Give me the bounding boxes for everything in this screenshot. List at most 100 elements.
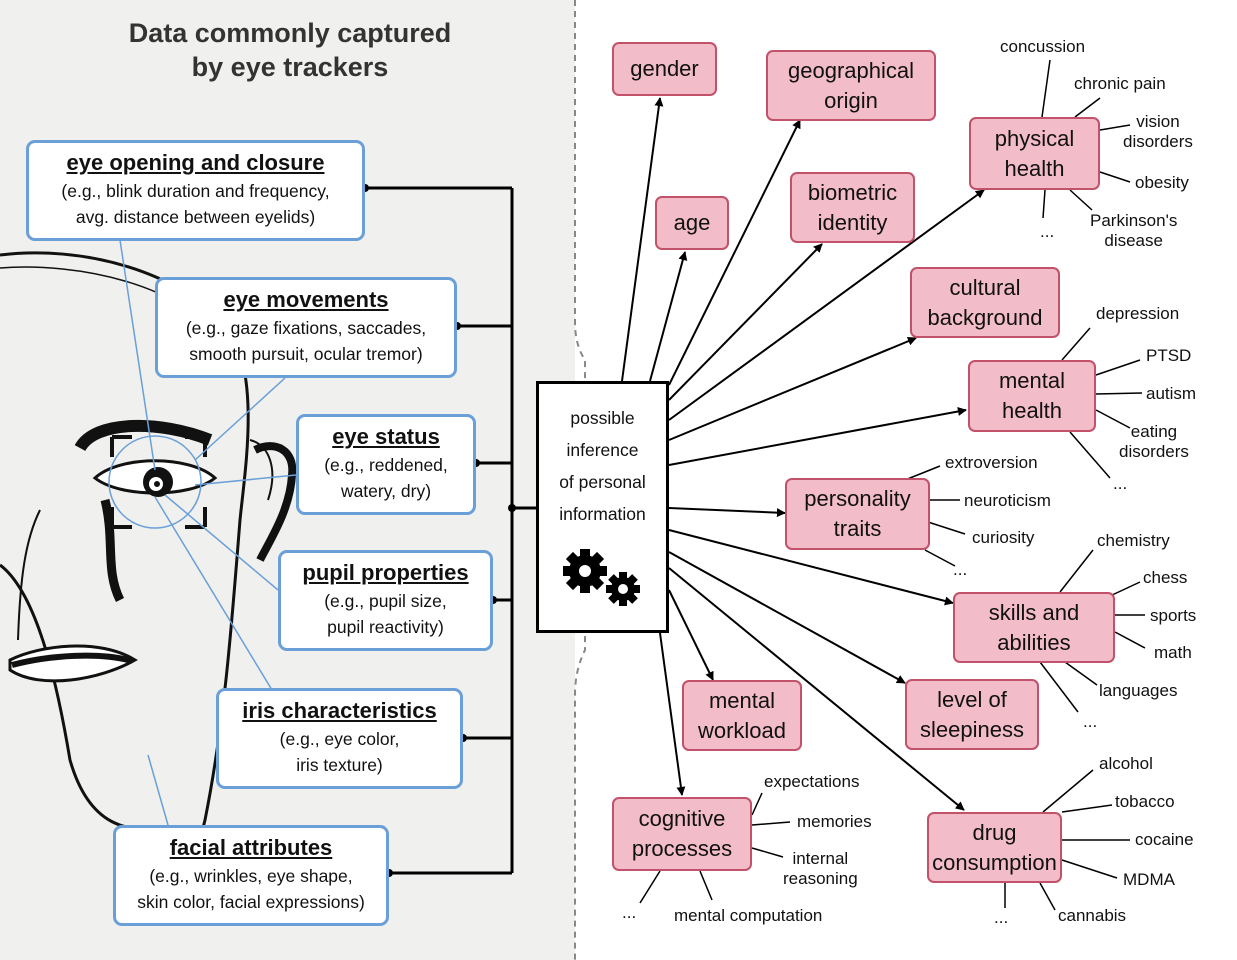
sub-label-extroversion: extroversion [945, 453, 1038, 472]
inference-label: consumption [932, 849, 1057, 875]
inference-label: processes [631, 836, 733, 861]
inference-label: health [1004, 155, 1065, 181]
sub-label-neuroticism: neuroticism [964, 491, 1051, 510]
inference-label: cultural [949, 274, 1021, 300]
sub-label-depression: depression [1096, 304, 1180, 323]
sub-label-line: Parkinson's [1090, 211, 1178, 230]
sub-label-curiosity: curiosity [972, 528, 1035, 547]
sub-label-autism: autism [1146, 384, 1197, 403]
inference-label: workload [697, 717, 787, 743]
data-box-example-line: (e.g., gaze fixations, saccades, [185, 318, 427, 338]
sub-label-cocaine: cocaine [1135, 830, 1194, 849]
inference-label: mental [708, 687, 776, 713]
sub-label-ellipsis: ... [994, 908, 1009, 927]
sub-label-alcohol: alcohol [1099, 754, 1153, 773]
data-box-example-line: (e.g., wrinkles, eye shape, [149, 866, 353, 886]
sub-label-ellipsis: ... [1040, 222, 1055, 241]
data-box-example-line: (e.g., eye color, [279, 729, 400, 749]
inference-label: origin [824, 87, 878, 113]
inference-label: health [1002, 398, 1062, 423]
inference-label: personality [804, 486, 911, 511]
sub-label-ellipsis: ... [1083, 712, 1098, 731]
data-box-heading: eye movements [223, 287, 389, 312]
sub-label-sports: sports [1150, 606, 1197, 625]
inference-label: geographical [788, 57, 914, 83]
inference-label: physical [994, 125, 1075, 151]
center-box-line: possible [570, 408, 635, 428]
sub-label-chess: chess [1143, 568, 1188, 587]
sub-label-line: vision [1136, 112, 1180, 131]
sub-label-chronic-pain: chronic pain [1074, 74, 1166, 93]
sub-label-line: internal [792, 849, 849, 868]
figure-title: Data commonly captured by eye trackers [60, 16, 520, 84]
center-box-line: of personal [559, 472, 646, 492]
inference-cultural-background: cultural background [910, 267, 1060, 338]
inference-label: mental [998, 368, 1066, 393]
sub-label-ptsd: PTSD [1146, 346, 1192, 365]
sub-label-line: disorders [1119, 442, 1189, 461]
sub-label-ellipsis: ... [1113, 474, 1128, 493]
data-box-example-line: (e.g., reddened, [324, 455, 448, 475]
data-box-heading: facial attributes [169, 835, 333, 860]
inference-gender: gender [612, 42, 717, 96]
inference-mental-workload: mental workload [682, 680, 802, 751]
sub-label-memories: memories [797, 812, 872, 831]
sub-label-line: disorders [1123, 132, 1193, 151]
data-box-eye-opening-closure: eye opening and closure (e.g., blink dur… [26, 140, 365, 241]
data-box-heading: eye status [332, 424, 440, 449]
inference-label: traits [833, 516, 882, 541]
sub-label-obesity: obesity [1135, 173, 1189, 192]
inference-label: level of [937, 686, 1007, 712]
inference-mental-health: mental health [968, 360, 1096, 432]
center-box-line: information [559, 504, 646, 524]
data-box-heading: eye opening and closure [66, 150, 325, 175]
inference-label: sleepiness [920, 716, 1024, 742]
face-illustration [0, 251, 297, 841]
sub-label-ellipsis: ... [953, 560, 968, 579]
data-box-example-line: smooth pursuit, ocular tremor) [189, 344, 423, 364]
inference-label: identity [817, 209, 888, 235]
sub-label-concussion: concussion [1000, 37, 1086, 56]
sub-label-line: eating [1130, 422, 1178, 441]
sub-label-languages: languages [1099, 681, 1178, 700]
sub-label-line: disease [1104, 231, 1163, 250]
inference-label: age [673, 210, 711, 235]
data-box-example-line: watery, dry) [340, 481, 432, 501]
data-box-eye-status: eye status (e.g., reddened, watery, dry) [296, 414, 476, 515]
sub-label-mdma: MDMA [1123, 870, 1175, 889]
inference-geographical-origin: geographical origin [766, 50, 936, 121]
inference-physical-health: physical health [969, 117, 1100, 190]
inference-label: biometric [807, 179, 898, 205]
sub-label-cannabis: cannabis [1058, 906, 1127, 925]
sub-label-tobacco: tobacco [1115, 792, 1175, 811]
inference-label: cognitive [638, 806, 726, 831]
figure-title-line-2: by eye trackers [191, 52, 389, 82]
sub-label-chemistry: chemistry [1097, 531, 1170, 550]
data-box-iris-characteristics: iris characteristics (e.g., eye color, i… [216, 688, 463, 789]
inference-cognitive-processes: cognitive processes [612, 797, 752, 871]
sub-label-math: math [1154, 643, 1192, 662]
inference-arrows [621, 97, 985, 811]
sub-label-expectations: expectations [764, 772, 860, 791]
data-box-example-line: (e.g., pupil size, [324, 591, 447, 611]
inference-label: skills and [988, 599, 1080, 625]
sub-label-mental-computation: mental computation [674, 906, 823, 925]
center-box-line: inference [566, 440, 639, 460]
gears-icon [563, 549, 640, 606]
inference-personality-traits: personality traits [785, 478, 930, 550]
inference-level-of-sleepiness: level of sleepiness [905, 679, 1039, 750]
data-box-example-line: skin color, facial expressions) [137, 892, 365, 912]
data-box-pupil-properties: pupil properties (e.g., pupil size, pupi… [278, 550, 493, 651]
data-box-heading: iris characteristics [242, 698, 437, 723]
data-box-facial-attributes: facial attributes (e.g., wrinkles, eye s… [113, 825, 389, 926]
inference-label: background [927, 304, 1043, 330]
data-box-example-line: (e.g., blink duration and frequency, [61, 181, 330, 201]
data-box-eye-movements: eye movements (e.g., gaze fixations, sac… [155, 277, 457, 378]
